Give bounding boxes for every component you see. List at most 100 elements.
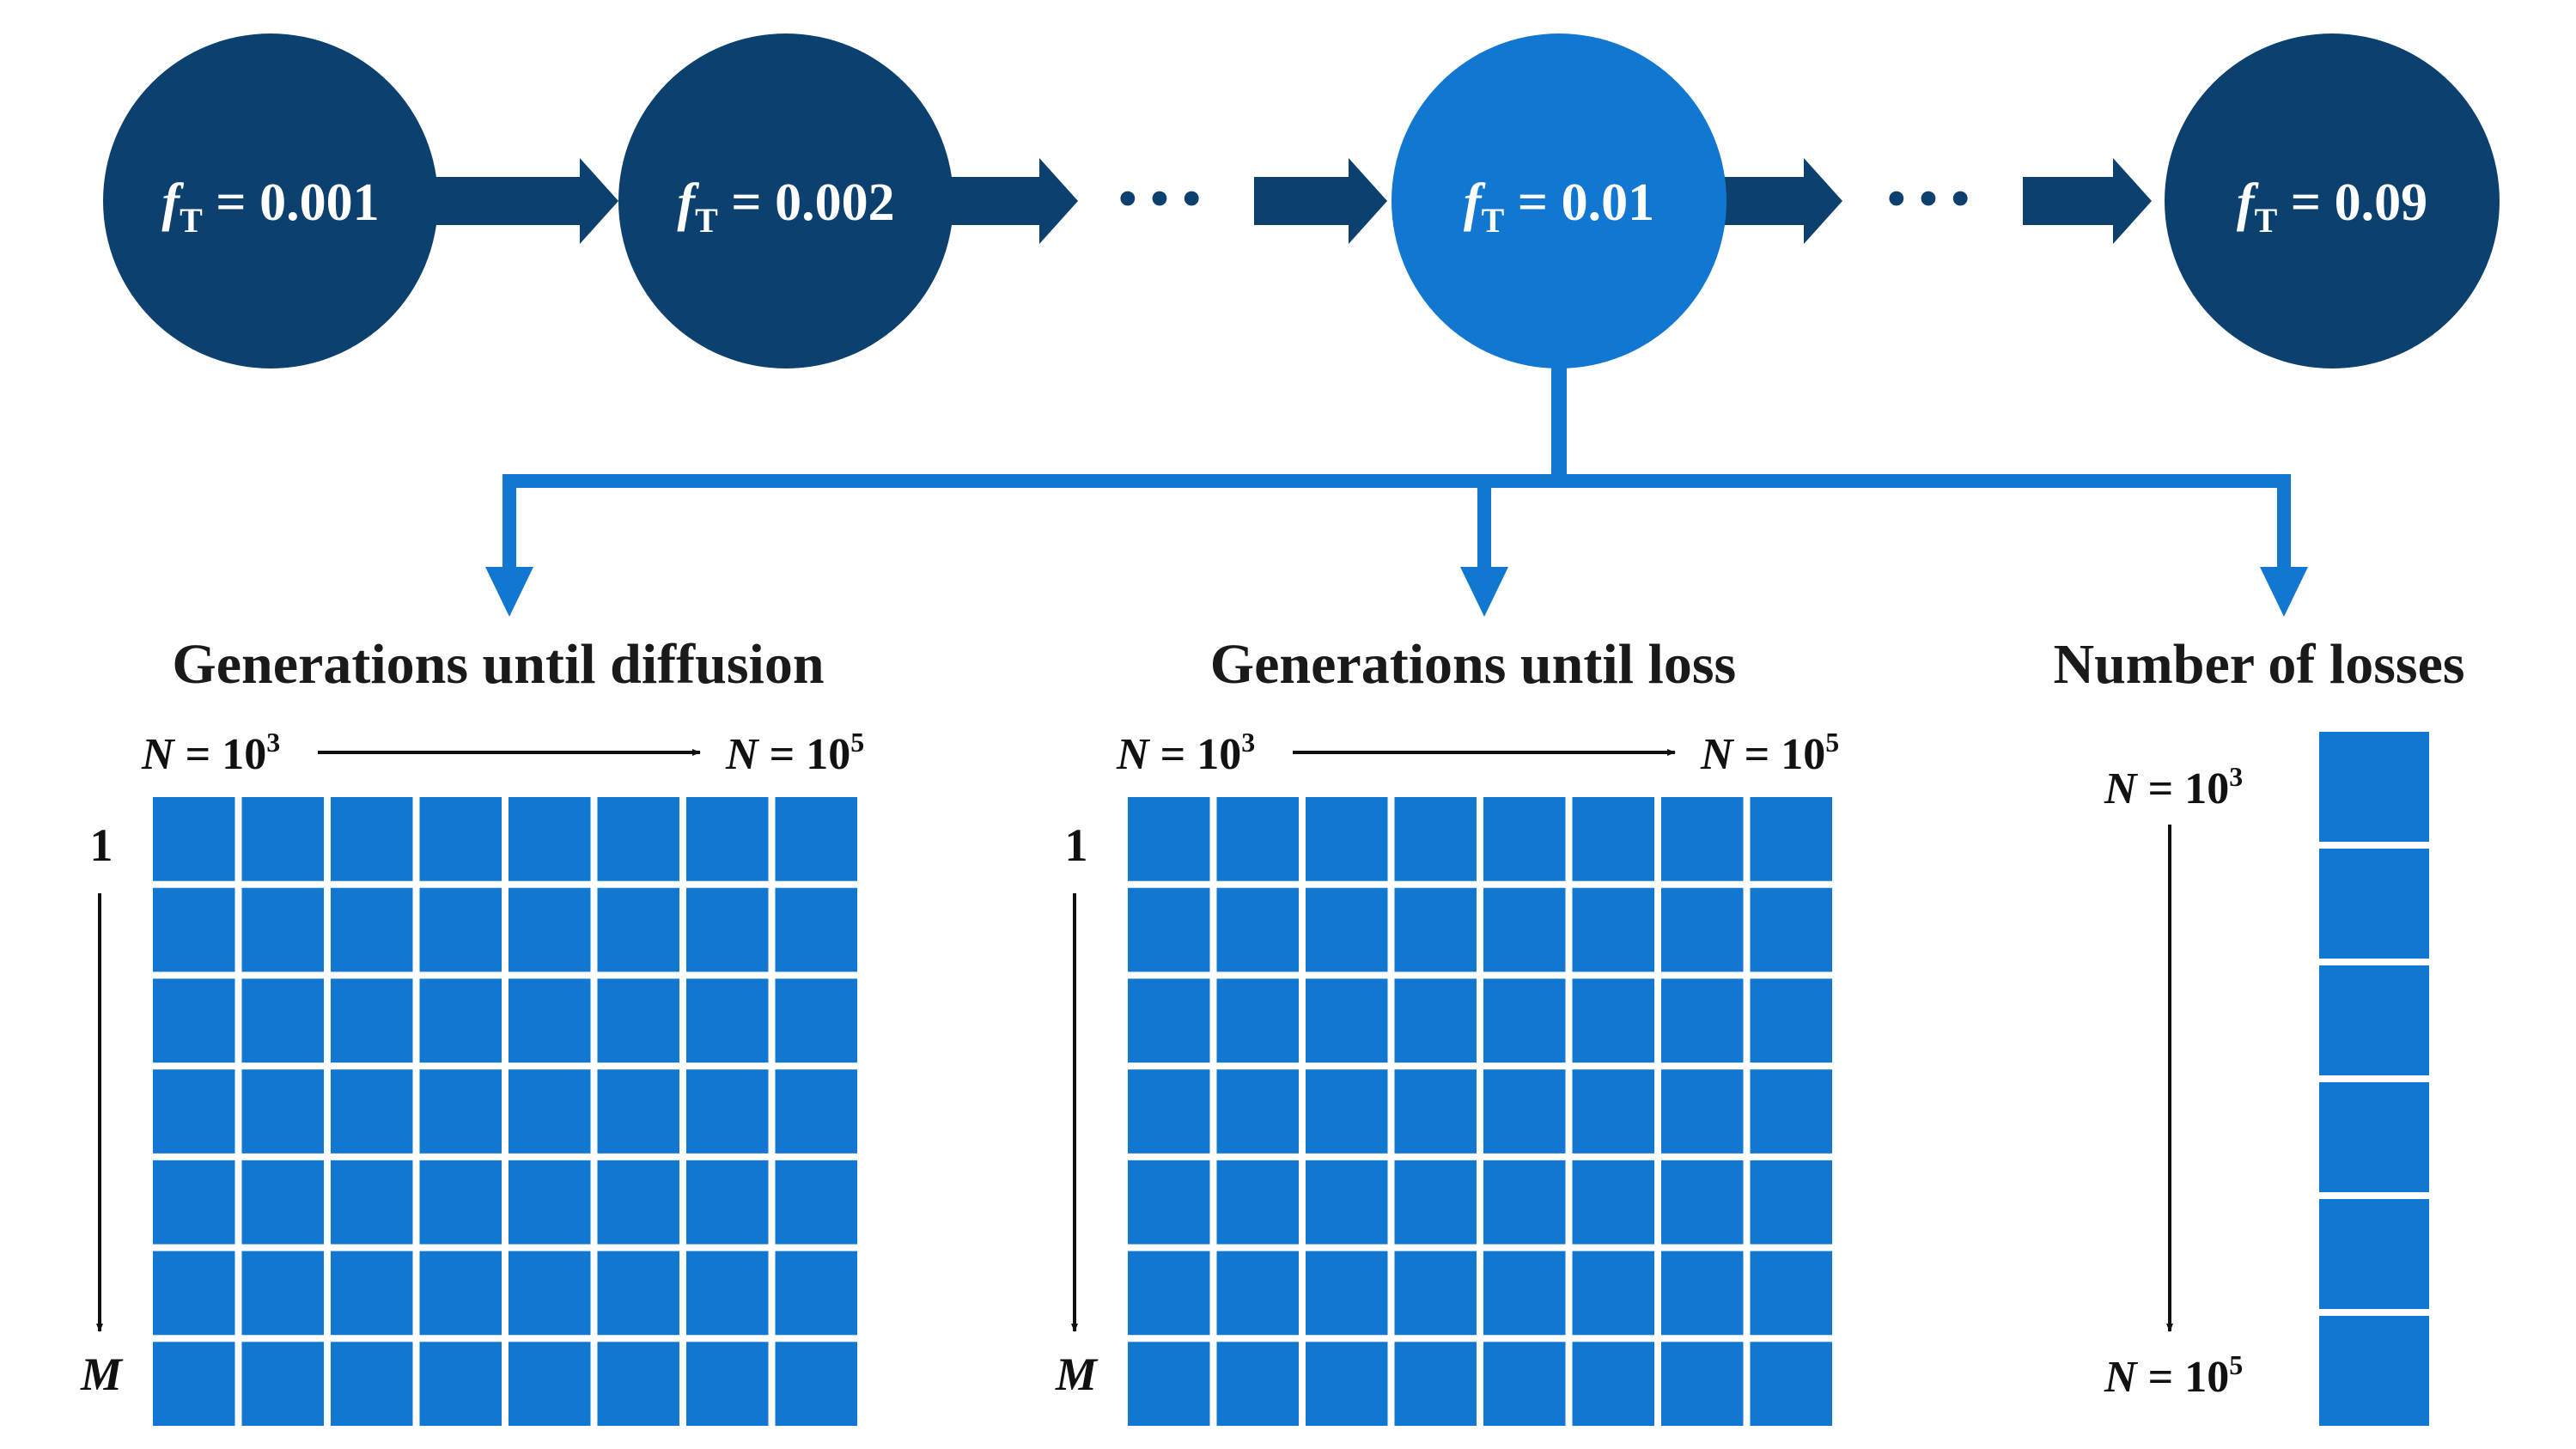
branch-connector (485, 368, 2308, 617)
axis-exp: 3 (2229, 761, 2243, 792)
flow-arrow-3 (1254, 158, 1387, 244)
grid-cell (1128, 1342, 1210, 1426)
grid-cell (241, 1069, 324, 1154)
grid-cell (241, 1160, 324, 1245)
grid-cell (153, 1160, 235, 1245)
grid-cell (331, 887, 413, 972)
grid-cell (2319, 849, 2429, 959)
grid-cell (419, 1251, 502, 1336)
grid-cell (419, 887, 502, 972)
grid-cell (1306, 1251, 1388, 1336)
grid-cell (153, 797, 235, 881)
node-ft-0-01-active: fT = 0.01 (1392, 33, 1726, 368)
grid-cell (1216, 1160, 1299, 1245)
grid-cell (419, 1342, 502, 1426)
axis-var: N (2104, 764, 2139, 813)
grid-cell (1483, 1069, 1566, 1154)
node-circle (1392, 33, 1726, 368)
grid-cell (1306, 1069, 1388, 1154)
flow-arrow-1 (434, 158, 618, 244)
axis-eq: = 10 (1149, 730, 1242, 779)
branch-drop-right (2277, 474, 2291, 569)
grid-cell (1306, 1160, 1388, 1245)
panel-title: Generations until diffusion (172, 633, 824, 696)
grid-cell (775, 887, 857, 972)
svg-text:fT = 0.01: fT = 0.01 (1464, 174, 1654, 240)
axis-var: N (1700, 730, 1735, 779)
grid-cell (597, 1251, 679, 1336)
axis-var: N (1116, 730, 1151, 779)
grid-cell (1750, 1069, 1832, 1154)
grid-cell (1306, 887, 1388, 972)
grid-cell (1216, 887, 1299, 972)
svg-text:fT = 0.09: fT = 0.09 (2237, 174, 2427, 240)
node-ft-0-001: fT = 0.001 (103, 33, 438, 368)
branch-drop-left (502, 474, 516, 569)
grid-cell (153, 978, 235, 1063)
grid-cell (509, 887, 591, 972)
axis-eq: = 10 (2137, 764, 2230, 813)
grid-cell (597, 1342, 679, 1426)
grid-cell (1750, 1342, 1832, 1426)
ellipsis-1: • • • (1118, 170, 1201, 228)
grid-cell (419, 978, 502, 1063)
grid-cell (1750, 797, 1832, 881)
node-circle (2165, 33, 2500, 368)
grid-cell (331, 978, 413, 1063)
grid-cell (775, 1251, 857, 1336)
grid-cell (597, 978, 679, 1063)
cell-grid (1128, 797, 1832, 1426)
grid-cell (153, 1342, 235, 1426)
grid-cell (331, 1251, 413, 1336)
grid-cell (1216, 797, 1299, 881)
x-axis-start-label: N = 103 (141, 727, 280, 779)
y-axis-start-label: 1 (1065, 819, 1088, 871)
grid-cell (1750, 887, 1832, 972)
grid-cell (1394, 1342, 1477, 1426)
grid-cell (509, 1342, 591, 1426)
grid-cell (2319, 1316, 2429, 1426)
grid-cell (2319, 965, 2429, 1075)
grid-cell (686, 1251, 769, 1336)
flow-arrow-2 (949, 158, 1078, 244)
grid-cell (509, 1069, 591, 1154)
branch-stem (1551, 368, 1567, 488)
svg-text:fT = 0.001: fT = 0.001 (161, 174, 379, 240)
axis-eq: = 10 (2137, 1353, 2230, 1402)
branch-arrowhead-left (485, 567, 533, 617)
grid-cell (686, 887, 769, 972)
node-value: = 0.09 (2277, 174, 2427, 232)
grid-cell (331, 1160, 413, 1245)
axis-exp: 3 (266, 727, 280, 758)
grid-cell (331, 1069, 413, 1154)
panel-title: Generations until loss (1210, 633, 1736, 696)
grid-cell (686, 1342, 769, 1426)
grid-cell (1394, 797, 1477, 881)
node-subscript: T (180, 201, 203, 240)
grid-cell (1483, 797, 1566, 881)
grid-cell (597, 1069, 679, 1154)
grid-cell (241, 978, 324, 1063)
axis-exp: 3 (1241, 727, 1255, 758)
grid-cell (1394, 1069, 1477, 1154)
grid-cell (597, 797, 679, 881)
grid-cell (1216, 1069, 1299, 1154)
axis-exp: 5 (850, 727, 864, 758)
grid-cell (1750, 978, 1832, 1063)
grid-cell (509, 978, 591, 1063)
node-circle (103, 33, 438, 368)
grid-cell (686, 797, 769, 881)
branch-bar (502, 474, 2291, 488)
ellipsis-2: • • • (1887, 170, 1970, 228)
flow-arrow-5 (2023, 158, 2152, 244)
grid-cell (686, 1160, 769, 1245)
grid-cell (153, 1069, 235, 1154)
grid-cell (1394, 1160, 1477, 1245)
grid-cell (1216, 1251, 1299, 1336)
axis-var: N (725, 730, 760, 779)
axis-exp: 5 (2229, 1349, 2243, 1380)
y-axis-end-label: M (1055, 1349, 1099, 1400)
grid-cell (1661, 1342, 1744, 1426)
grid-cell (2319, 732, 2429, 842)
grid-cell (241, 1342, 324, 1426)
